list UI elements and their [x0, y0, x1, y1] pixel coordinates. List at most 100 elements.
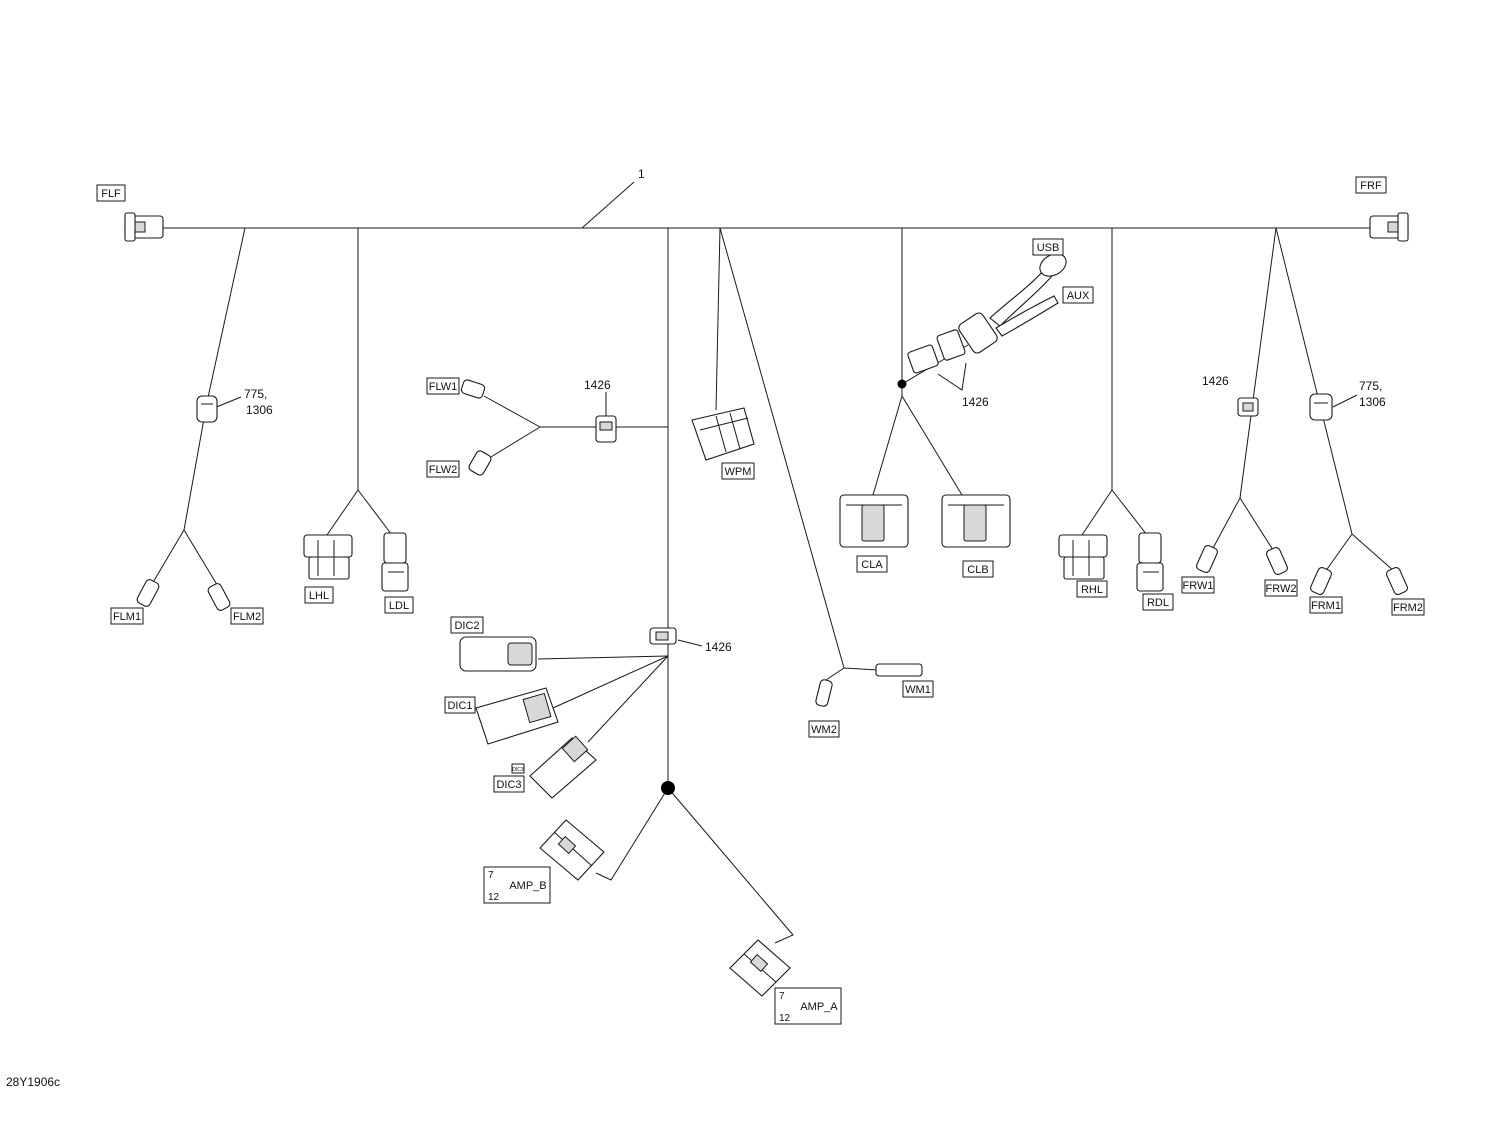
flf-connector	[124, 212, 164, 242]
amp-a-label: AMP_A	[800, 1001, 838, 1013]
branch-frm	[1275, 227, 1353, 535]
label-box-flw1	[426, 377, 460, 395]
label-flm2: FLM2	[233, 611, 261, 623]
label-flw2: FLW2	[429, 464, 458, 476]
label-box-ldl	[384, 596, 414, 614]
frm1-connector	[1310, 567, 1332, 595]
frm2-connector	[1386, 567, 1408, 595]
label-frw1: FRW1	[1183, 580, 1214, 592]
label-box-usb	[1032, 238, 1064, 256]
label-rhl: RHL	[1081, 584, 1103, 596]
label-box-cla	[856, 555, 888, 573]
wm2-connector	[815, 679, 833, 707]
amp-a-pin-bottom: 12	[779, 1013, 791, 1024]
label-box-frm2	[1391, 598, 1425, 616]
callout-right-branch: 775,	[1359, 379, 1382, 393]
callout-flw-clip: 1426	[584, 378, 611, 392]
amp-a-box	[774, 987, 842, 1025]
label-lhl: LHL	[309, 590, 329, 602]
clip-left-775	[196, 395, 218, 423]
label-wpm: WPM	[725, 466, 752, 478]
callout-left-branch: 775,	[244, 387, 267, 401]
callout-harness: 1	[638, 167, 645, 181]
label-box-flm1	[110, 607, 144, 625]
callout-frw-clip: 1426	[1202, 374, 1229, 388]
label-dic1: DIC1	[447, 700, 472, 712]
amp-b-connector	[539, 819, 605, 881]
callout-left-branch-2: 1306	[246, 403, 273, 417]
label-box-frw1	[1181, 576, 1215, 594]
amp-b-box	[483, 866, 551, 904]
frf-connector	[1369, 212, 1409, 242]
clip-frw-1426	[1237, 397, 1259, 417]
clip-flw-1426	[595, 415, 617, 443]
tag-dic3: DIC3	[512, 767, 524, 773]
usb-aux-connector	[907, 253, 1067, 374]
rhl-connector	[1058, 534, 1108, 580]
label-frf: FRF	[1360, 180, 1382, 192]
clb-connector	[941, 494, 1011, 548]
label-box-clb	[962, 560, 994, 578]
drawing-reference: 28Y1906c	[6, 1075, 60, 1089]
amp-b-pin-top: 7	[488, 870, 494, 881]
label-box-frf	[1355, 176, 1387, 194]
callout-right-branch-2: 1306	[1359, 395, 1386, 409]
label-aux: AUX	[1067, 290, 1090, 302]
label-flw1: FLW1	[429, 381, 458, 393]
label-box-frm1	[1309, 596, 1343, 614]
branch-wpm	[715, 227, 721, 411]
callout-1-leader	[581, 181, 635, 229]
label-frw2: FRW2	[1266, 583, 1297, 595]
label-wm2: WM2	[811, 724, 837, 736]
label-cla: CLA	[861, 559, 883, 571]
label-box-lhl	[304, 586, 334, 604]
callout-dic-clip: 1426	[705, 640, 732, 654]
label-box-rdl	[1142, 593, 1174, 611]
label-ldl: LDL	[389, 600, 409, 612]
flw1-connector	[460, 379, 486, 399]
dic1-connector	[475, 687, 559, 745]
amp-a-pin-top: 7	[779, 991, 785, 1002]
flm2-connector	[207, 583, 231, 611]
label-box-flw2	[426, 460, 460, 478]
label-box-dic1	[444, 696, 476, 714]
label-wm1: WM1	[905, 684, 931, 696]
label-box-wm1	[902, 680, 934, 698]
label-box-wm2	[808, 720, 840, 738]
flw2-connector	[468, 450, 492, 476]
label-flf: FLF	[101, 188, 121, 200]
label-rdl: RDL	[1147, 597, 1169, 609]
frw1-connector	[1196, 545, 1218, 573]
label-usb: USB	[1037, 242, 1060, 254]
label-flm1: FLM1	[113, 611, 141, 623]
cla-connector	[839, 494, 909, 548]
wm1-connector	[875, 663, 923, 677]
branch-wm	[719, 227, 845, 669]
label-box-dic2	[450, 616, 484, 634]
label-box-aux	[1062, 286, 1094, 304]
clip-dic-1426	[649, 627, 677, 645]
label-box-frw2	[1264, 579, 1298, 597]
label-frm1: FRM1	[1311, 600, 1341, 612]
label-box-rhl	[1076, 580, 1108, 598]
label-box-wpm	[721, 462, 755, 480]
frw2-connector	[1266, 547, 1288, 575]
amp-b-pin-bottom: 12	[488, 892, 500, 903]
wpm-connector	[691, 407, 755, 461]
label-dic2: DIC2	[454, 620, 479, 632]
branch-flm	[183, 227, 246, 531]
label-clb: CLB	[967, 564, 988, 576]
junction-dot-amp	[661, 781, 675, 795]
rdl-connector	[1136, 532, 1164, 592]
tag-box-dic3	[511, 763, 525, 774]
label-box-flm2	[230, 607, 264, 625]
harness-wires	[151, 181, 1396, 944]
label-box-flf	[96, 184, 126, 202]
amp-b-label: AMP_B	[509, 880, 546, 892]
branch-frw	[1239, 227, 1277, 499]
flm1-connector	[136, 579, 160, 607]
ldl-connector	[381, 532, 409, 592]
junction-dot-clb	[897, 379, 907, 389]
